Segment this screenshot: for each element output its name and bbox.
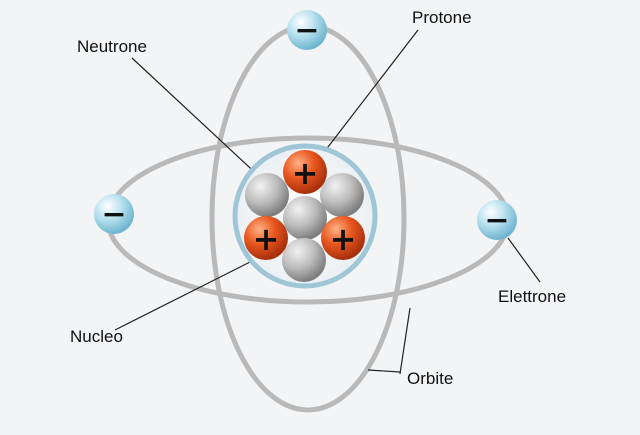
electron-right: − [477,200,517,240]
neutron [320,173,364,217]
proton: + [283,150,327,194]
minus-sign: − [294,13,319,48]
protone-leader [317,29,419,161]
label-protone: Protone [412,8,472,27]
neutron [282,238,326,282]
nucleus: + + + [232,143,378,289]
electron-top: − [287,10,327,50]
neutron [283,196,327,240]
orbite-leader-1 [399,307,411,375]
neutron [245,173,289,217]
orbite-leader-2 [367,369,401,373]
label-elettrone: Elettrone [498,287,566,306]
plus-sign: + [292,154,319,192]
electrons: − − − [94,10,517,240]
label-orbite: Orbite [407,369,453,388]
label-nucleo: Nucleo [70,327,123,346]
labels: Neutrone Protone Elettrone Nucleo Orbite [70,8,566,388]
proton: + [244,216,288,260]
nucleo-leader [114,257,259,331]
leader-lines [114,29,541,375]
elettrone-leader [507,237,541,283]
neutrone-leader [131,57,264,181]
plus-sign: + [330,220,357,258]
minus-sign: − [484,203,509,238]
plus-sign: + [253,220,280,258]
minus-sign: − [101,197,126,232]
proton: + [321,216,365,260]
label-neutrone: Neutrone [77,37,147,56]
electron-left: − [94,194,134,234]
